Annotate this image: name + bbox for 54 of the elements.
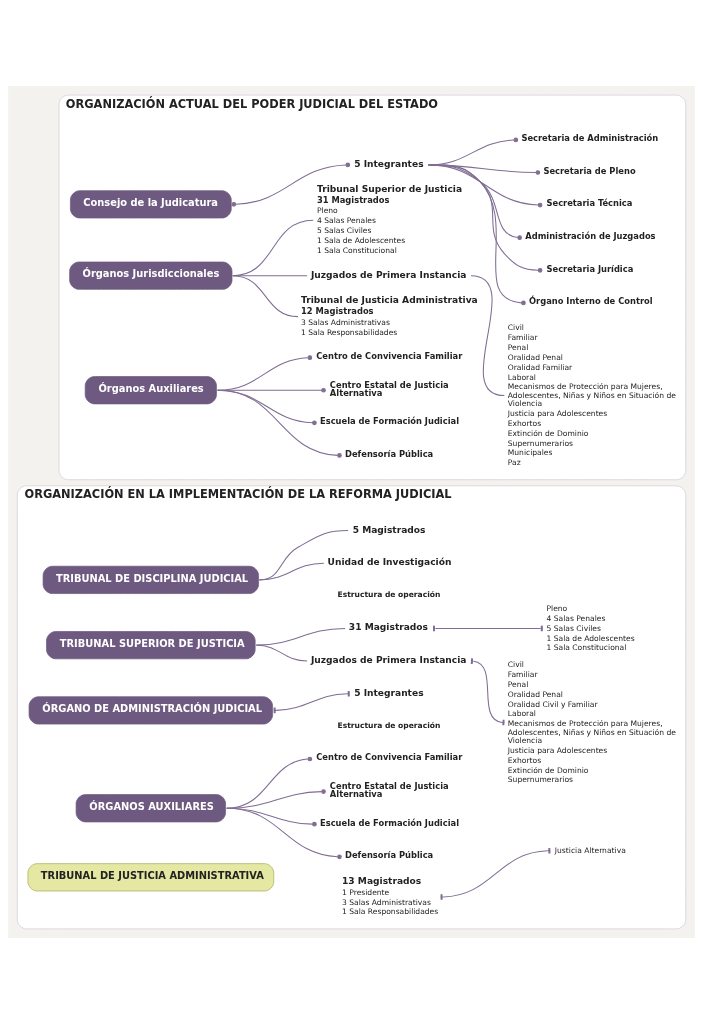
- connector: [258, 530, 349, 581]
- node-text: Tribunal de Justicia Administrativa 12 Magistrados 3 Salas Administrativas 1 Sala Responsabilidades: [301, 295, 478, 337]
- connector: [255, 627, 346, 646]
- node-text: 13 Magistrados 1 Presidente 3 Salas Administrativas 1 Sala Responsabilidades: [342, 875, 439, 917]
- node-box: Consejo de la Judicatura: [70, 190, 232, 219]
- node-text: Órgano Interno de Control: [529, 296, 653, 307]
- node-text: Defensoría Pública: [345, 448, 434, 459]
- node-text: Juzgados de Primera Instancia: [310, 269, 467, 280]
- node-text: Secretaria de Pleno: [543, 165, 636, 176]
- node-text: Tribunal Superior de Justicia 31 Magistrados Pleno 4 Salas Penales 5 Salas Civiles 1 Sala de Adolescentes 1 Sala Constitucional: [316, 183, 463, 255]
- connector: [226, 756, 313, 809]
- node-box: Órganos Auxiliares: [84, 376, 217, 405]
- node-box: TRIBUNAL SUPERIOR DE JUSTICIA: [46, 631, 256, 660]
- connector: [440, 847, 551, 900]
- node-box: ÓRGANOS AUXILIARES: [75, 794, 226, 823]
- label: Estructura de operación: [337, 590, 441, 600]
- connector: [217, 389, 342, 458]
- node-text: Secretaria de Administración: [521, 133, 659, 144]
- node-text: Civil Familiar Penal Oralidad Penal Oralidad Civil y Familiar Laboral Mecanismos de Protección para Mujeres, Adolescentes, Niñas y Niños en Situación de Violencia Justicia para Adolescentes Exhortos Extinción de Dominio Supernumerarios: [507, 660, 676, 785]
- node-text: Centro Estatal de Justicia Alternativa: [329, 781, 449, 800]
- connector: [226, 807, 342, 860]
- node-text: Secretaria Jurídica: [546, 263, 634, 274]
- node-box: Órganos Jurisdiccionales: [69, 261, 233, 290]
- connector: [217, 355, 313, 391]
- connector: [273, 690, 351, 714]
- node-text: Unidad de Investigación: [327, 557, 452, 568]
- node-box: TRIBUNAL DE DISCIPLINA JUDICIAL: [42, 565, 259, 594]
- node-text: Pleno 4 Salas Penales 5 Salas Civiles 1 Sala de Adolescentes 1 Sala Constitucional: [546, 604, 635, 653]
- node-box: TRIBUNAL DE JUSTICIA ADMINISTRATIVA: [27, 863, 275, 892]
- connector: [258, 562, 325, 581]
- node-text: Secretaria Técnica: [546, 198, 633, 209]
- label: Estructura de operación: [337, 720, 441, 730]
- connector: [255, 644, 308, 662]
- node-box: ÓRGANO DE ADMINISTRACIÓN JUDICIAL: [28, 696, 273, 725]
- node-text: Centro de Convivencia Familiar: [316, 350, 463, 361]
- node-text: 5 Magistrados: [352, 524, 426, 535]
- node-text: Escuela de Formación Judicial: [320, 817, 459, 828]
- connector: [470, 658, 505, 726]
- node-text: Civil Familiar Penal Oralidad Penal Oralidad Familiar Laboral Mecanismos de Protección para Mujeres, Adolescentes, Niñas y Niños en Situación de Violencia Justicia para Adolescentes Exhortos Extinción de Dominio Supernumerarios Municipales Paz: [507, 323, 676, 468]
- connector: [232, 275, 299, 318]
- node-text: Centro Estatal de Justicia Alternativa: [329, 379, 449, 399]
- node-text: Administración de Juzgados: [525, 231, 656, 242]
- connector: [470, 275, 505, 397]
- connector: [231, 162, 351, 207]
- node-text: 5 Integrantes: [354, 687, 424, 698]
- connector: [428, 164, 526, 306]
- node-text: Centro de Convivencia Familiar: [316, 752, 463, 763]
- node-text: Defensoría Pública: [345, 850, 434, 861]
- connector: [226, 789, 326, 809]
- node-text: Juzgados de Primera Instancia: [310, 655, 467, 666]
- node-text: 5 Integrantes: [354, 158, 424, 169]
- node-text: 31 Magistrados: [348, 622, 429, 633]
- node-text: Escuela de Formación Judicial: [320, 416, 459, 427]
- node-text: Justicia Alternativa: [554, 846, 626, 856]
